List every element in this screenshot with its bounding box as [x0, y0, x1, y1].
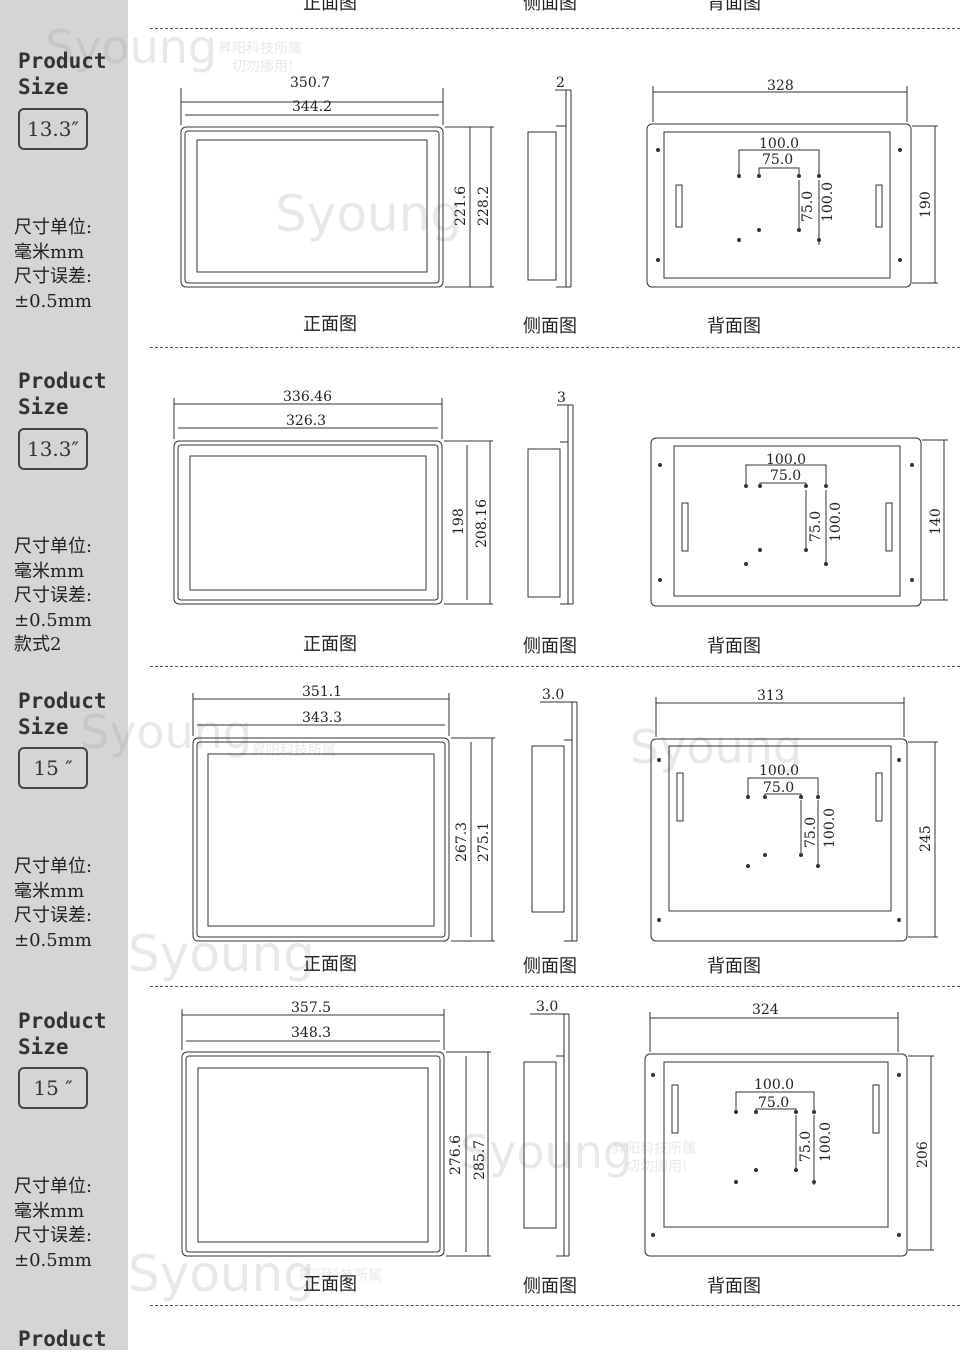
dim-inner-height: 276.6 — [448, 1135, 464, 1175]
dim-outer-height: 208.16 — [474, 499, 490, 548]
product-size-label: Product Size — [18, 369, 107, 419]
dim-vesa-75-h: 75.0 — [762, 152, 793, 168]
product-size-label: Product Size — [18, 689, 107, 739]
watermark-brand: Syoung — [128, 925, 316, 983]
dim-outer-height: 275.1 — [476, 822, 492, 862]
dim-vesa-100-h: 100.0 — [759, 763, 799, 779]
dim-back-width: 313 — [757, 688, 784, 704]
side-view-label: 侧面图 — [523, 956, 577, 977]
front-view-label: 正面图 — [303, 634, 357, 655]
size-badge: 15 ″ — [18, 1067, 88, 1109]
dim-inner-width: 348.3 — [291, 1025, 331, 1041]
sidebar — [0, 0, 128, 1350]
dim-vesa-75-h: 75.0 — [763, 780, 794, 796]
front-view-label: 正面图 — [303, 314, 357, 335]
dim-back-height: 206 — [915, 1141, 931, 1168]
dim-vesa-75-v: 75.0 — [803, 817, 819, 848]
dim-vesa-100-v: 100.0 — [822, 808, 838, 848]
dim-inner-height: 198 — [451, 508, 467, 535]
watermark-text: 昇阳科技所属 — [298, 1268, 382, 1284]
dim-vesa-100-h: 100.0 — [759, 136, 799, 152]
dim-side-thickness: 3.0 — [542, 687, 564, 703]
size-badge: 13.3″ — [18, 108, 88, 150]
dim-inner-width: 326.3 — [286, 413, 326, 429]
watermark-brand: Syoung — [275, 185, 463, 243]
dim-side-thickness: 3.0 — [536, 999, 558, 1015]
dim-vesa-75-h: 75.0 — [758, 1095, 789, 1111]
watermark-text: 昇阳科技所属 — [612, 1141, 696, 1157]
watermark-brand: Syoung — [630, 720, 803, 774]
dim-outer-width: 357.5 — [291, 1000, 331, 1016]
dim-vesa-100-h: 100.0 — [754, 1077, 794, 1093]
back-view-label: 背面图 — [707, 636, 761, 657]
dim-back-width: 328 — [767, 78, 794, 94]
front-view-label: 正面图 — [303, 954, 357, 975]
dim-vesa-100-v: 100.0 — [828, 502, 844, 542]
dim-inner-width: 343.3 — [302, 710, 342, 726]
dim-inner-height: 267.3 — [454, 822, 470, 862]
dim-inner-width: 344.2 — [292, 99, 332, 115]
watermark-brand: Syoung — [80, 705, 253, 759]
section-divider — [150, 986, 960, 987]
back-view-label: 背面图 — [707, 316, 761, 337]
dim-side-thickness: 3 — [557, 390, 566, 406]
top-back-view-label: 背面图 — [707, 0, 761, 14]
product-size-label: Product — [18, 1327, 107, 1351]
watermark-brand: Syoung — [128, 1245, 316, 1303]
side-view-label: 侧面图 — [523, 1276, 577, 1297]
dim-outer-height: 285.7 — [472, 1140, 488, 1180]
size-badge: 15 ″ — [18, 747, 88, 789]
dim-back-height: 140 — [928, 508, 944, 535]
front-view-label: 正面图 — [303, 1274, 357, 1295]
dim-outer-width: 350.7 — [290, 75, 330, 91]
dim-vesa-100-v: 100.0 — [818, 1122, 834, 1162]
watermark-brand: Syoung — [45, 20, 218, 74]
side-view-label: 侧面图 — [523, 316, 577, 337]
dim-vesa-75-v: 75.0 — [798, 1131, 814, 1162]
back-view-label: 背面图 — [707, 956, 761, 977]
dim-inner-height: 221.6 — [453, 186, 469, 226]
dim-vesa-75-v: 75.0 — [808, 511, 824, 542]
dim-vesa-75-v: 75.0 — [800, 191, 816, 222]
dim-side-thickness: 2 — [556, 75, 565, 91]
section-divider — [150, 347, 960, 348]
watermark-text: 昇阳科技所属 — [218, 41, 302, 57]
watermark-text: 切勿挪用! — [626, 1159, 688, 1175]
watermark-text: 昇阳科技所属 — [252, 743, 336, 759]
dim-outer-width: 351.1 — [302, 684, 342, 700]
product-size-label: Product Size — [18, 49, 107, 99]
top-front-view-label: 正面图 — [303, 0, 357, 14]
dim-back-width: 324 — [752, 1002, 779, 1018]
product-size-label: Product Size — [18, 1009, 107, 1059]
section-divider — [150, 1305, 960, 1306]
size-badge: 13.3″ — [18, 428, 88, 470]
watermark-brand: Syoung — [460, 1125, 633, 1179]
dim-outer-width: 336.46 — [283, 389, 332, 405]
section-divider — [150, 28, 960, 29]
section-divider — [150, 666, 960, 667]
top-side-view-label: 侧面图 — [523, 0, 577, 14]
back-view-label: 背面图 — [707, 1276, 761, 1297]
dim-back-height: 190 — [918, 191, 934, 218]
dim-back-height: 245 — [918, 825, 934, 852]
side-view-label: 侧面图 — [523, 636, 577, 657]
dim-outer-height: 228.2 — [476, 186, 492, 226]
dim-vesa-100-h: 100.0 — [766, 452, 806, 468]
watermark-text: 切勿挪用! — [232, 59, 294, 75]
dim-vesa-100-v: 100.0 — [820, 182, 836, 222]
dim-vesa-75-h: 75.0 — [770, 468, 801, 484]
